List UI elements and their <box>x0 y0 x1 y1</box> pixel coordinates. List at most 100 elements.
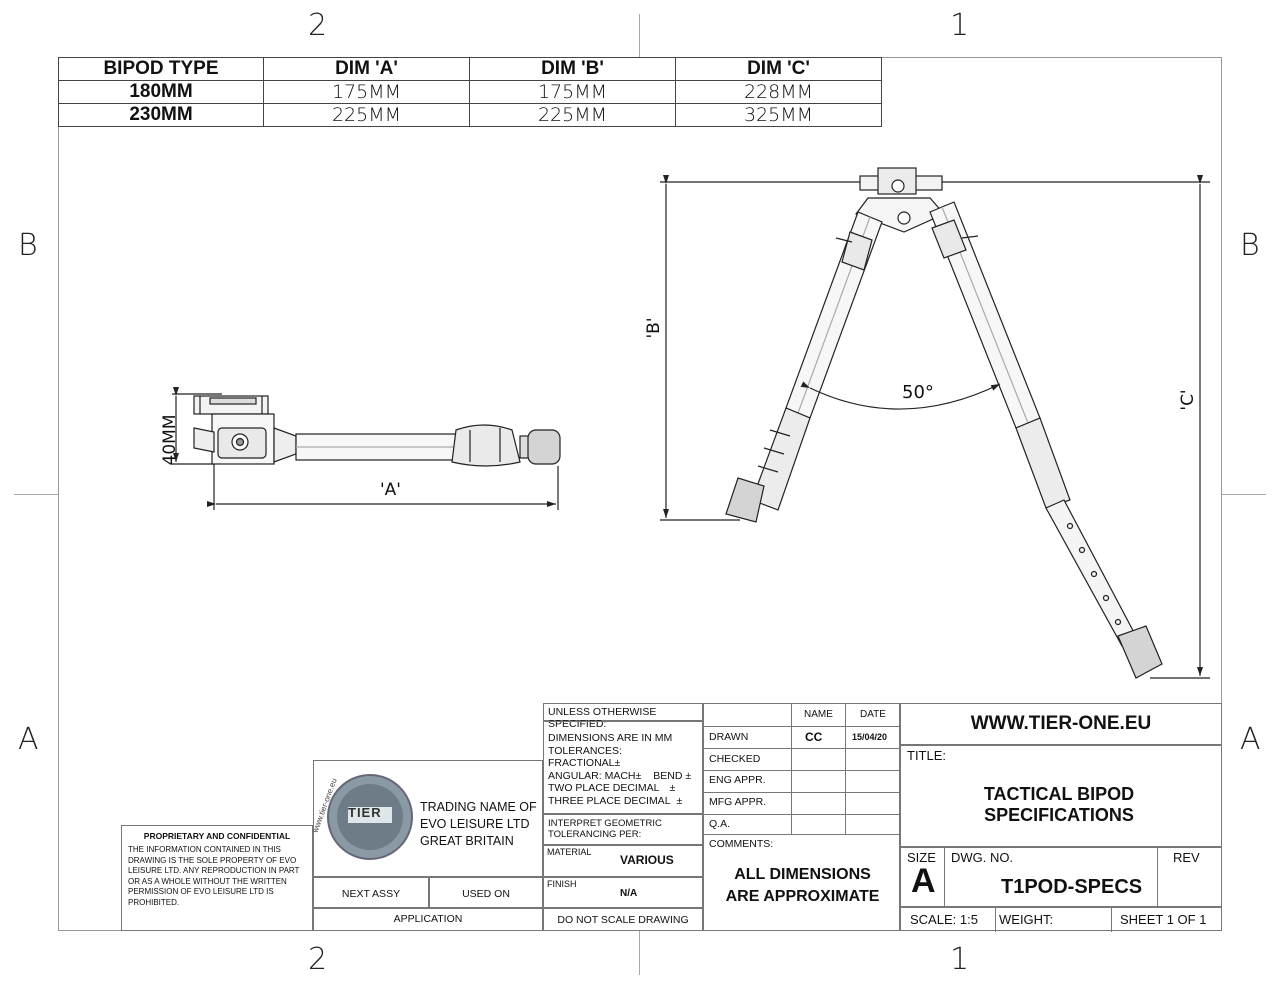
header-bipod-type: BIPOD TYPE <box>58 57 264 81</box>
drawn-name: CC <box>805 730 823 744</box>
title-label: TITLE: <box>907 748 947 763</box>
eng-appr-label: ENG APPR. <box>709 774 766 786</box>
zone-left-a: A <box>18 722 39 757</box>
finish-value: N/A <box>620 888 638 899</box>
proprietary-box: PROPRIETARY AND CONFIDENTIAL THE INFORMA… <box>121 825 313 931</box>
angular-text: ANGULAR: MACH± <box>548 769 642 782</box>
trading-line-1: TRADING NAME OF <box>420 800 537 814</box>
zone-bottom-2: 2 <box>308 942 328 977</box>
dwg-no-value: T1POD-SPECS <box>1001 876 1143 898</box>
dim-40mm-label: 40MM <box>160 414 180 466</box>
trading-line-3: GREAT BRITAIN <box>420 834 514 848</box>
grid-line <box>704 770 901 771</box>
grid-line <box>704 748 901 749</box>
do-not-scale-cell: DO NOT SCALE DRAWING <box>543 908 703 931</box>
unless-specified-cell: UNLESS OTHERWISE SPECIFIED: <box>543 703 703 730</box>
date-header: DATE <box>860 709 886 720</box>
finish-cell: FINISH N/A <box>543 877 703 908</box>
website-text: WWW.TIER-ONE.EU <box>970 713 1152 734</box>
scale-row: SCALE: 1:5 WEIGHT: SHEET 1 OF 1 <box>900 907 1222 932</box>
tolerances-text: DIMENSIONS ARE IN MM TOLERANCES: FRACTIO… <box>548 732 691 807</box>
drawn-label: DRAWN <box>709 731 749 743</box>
grid-line <box>704 726 901 727</box>
bipod-front-view <box>660 167 1210 679</box>
size-label: SIZE <box>907 850 936 865</box>
dim-b-label: 'B' <box>644 317 664 339</box>
two-place-pm: ± <box>669 782 676 794</box>
sheet-text: SHEET 1 OF 1 <box>1120 912 1207 927</box>
trading-name: TRADING NAME OF EVO LEISURE LTD GREAT BR… <box>420 799 537 850</box>
title-cell: TITLE: TACTICAL BIPOD SPECIFICATIONS <box>900 745 1222 847</box>
trading-line-2: EVO LEISURE LTD <box>420 817 530 831</box>
logo-text: TIER <box>348 805 382 820</box>
zone-tick <box>1222 494 1266 495</box>
do-not-scale-label: DO NOT SCALE DRAWING <box>557 914 689 926</box>
comments-text: ALL DIMENSIONS ARE APPROXIMATE <box>704 864 901 908</box>
grid-line <box>995 908 996 932</box>
scale-text: SCALE: 1:5 <box>910 912 978 927</box>
title-line-2: SPECIFICATIONS <box>984 805 1134 825</box>
grid-line <box>1157 848 1158 908</box>
dims-mm-text: DIMENSIONS ARE IN MM <box>548 732 673 744</box>
zone-tick <box>639 931 640 975</box>
grid-line <box>845 704 846 834</box>
row-dim-a: 225MM <box>263 103 470 127</box>
table-row: 230MM 225MM 225MM 325MM <box>58 103 882 127</box>
application-cell: APPLICATION <box>313 908 543 931</box>
row-dim-c: 228MM <box>675 80 882 104</box>
size-value: A <box>911 862 936 900</box>
bipod-dimensions-table: BIPOD TYPE DIM 'A' DIM 'B' DIM 'C' 180MM… <box>58 57 882 127</box>
qa-label: Q.A. <box>709 818 731 830</box>
rev-label: REV <box>1173 850 1200 865</box>
fractional-text: FRACTIONAL± <box>548 757 621 769</box>
row-dim-b: 175MM <box>469 80 676 104</box>
interpret-text: INTERPRET GEOMETRIC TOLERANCING PER: <box>548 818 698 840</box>
row-dim-b: 225MM <box>469 103 676 127</box>
zone-top-1: 1 <box>950 8 970 43</box>
grid-line <box>791 704 792 834</box>
dwg-no-cell: SIZE A DWG. NO. T1POD-SPECS REV <box>900 847 1222 908</box>
tolerances-cell: DIMENSIONS ARE IN MM TOLERANCES: FRACTIO… <box>543 721 703 814</box>
grid-line <box>944 848 945 908</box>
bend-text: BEND ± <box>653 769 692 782</box>
interpret-line-2: TOLERANCING PER: <box>548 829 642 840</box>
finish-label: FINISH <box>547 879 577 889</box>
title-line-1: TACTICAL BIPOD <box>983 784 1135 804</box>
mfg-appr-label: MFG APPR. <box>709 796 767 808</box>
checked-label: CHECKED <box>709 753 761 765</box>
tier-one-logo <box>327 774 413 860</box>
comments-label: COMMENTS: <box>709 838 774 850</box>
tolerances-heading: TOLERANCES: <box>548 744 622 757</box>
drawn-date: 15/04/20 <box>852 732 888 742</box>
application-label: APPLICATION <box>393 913 463 925</box>
grid-line <box>704 792 901 793</box>
grid-line <box>704 814 901 815</box>
grid-line <box>1111 908 1112 932</box>
next-assy-cell: NEXT ASSY <box>313 877 429 908</box>
material-cell: MATERIAL VARIOUS <box>543 845 703 877</box>
interpret-cell: INTERPRET GEOMETRIC TOLERANCING PER: <box>543 814 703 845</box>
drawing-title: TACTICAL BIPOD SPECIFICATIONS <box>901 784 1217 826</box>
header-dim-c: DIM 'C' <box>675 57 882 81</box>
website-cell: WWW.TIER-ONE.EU <box>900 703 1222 745</box>
company-box: TIER www.tier-one.eu TRADING NAME OF EVO… <box>311 760 543 877</box>
zone-bottom-1: 1 <box>950 942 970 977</box>
used-on-cell: USED ON <box>429 877 543 908</box>
two-place-text: TWO PLACE DECIMAL <box>548 782 660 794</box>
interpret-line-1: INTERPRET GEOMETRIC <box>548 818 662 829</box>
zone-top-2: 2 <box>308 8 328 43</box>
material-label: MATERIAL <box>547 847 592 857</box>
comment-line-1: ALL DIMENSIONS <box>734 866 871 883</box>
used-on-label: USED ON <box>462 888 510 900</box>
comment-line-2: ARE APPROXIMATE <box>725 888 880 905</box>
proprietary-text: THE INFORMATION CONTAINED IN THIS DRAWIN… <box>128 845 300 907</box>
weight-label: WEIGHT: <box>999 912 1054 927</box>
dwg-no-label: DWG. NO. <box>951 850 1014 865</box>
three-place-pm: ± <box>676 794 683 807</box>
dim-a-label: 'A' <box>380 480 401 500</box>
zone-tick <box>639 14 640 57</box>
zone-tick <box>14 494 58 495</box>
zone-right-a: A <box>1240 722 1261 757</box>
approvals-box: NAME DATE DRAWN CC 15/04/20 CHECKED ENG … <box>703 703 901 931</box>
